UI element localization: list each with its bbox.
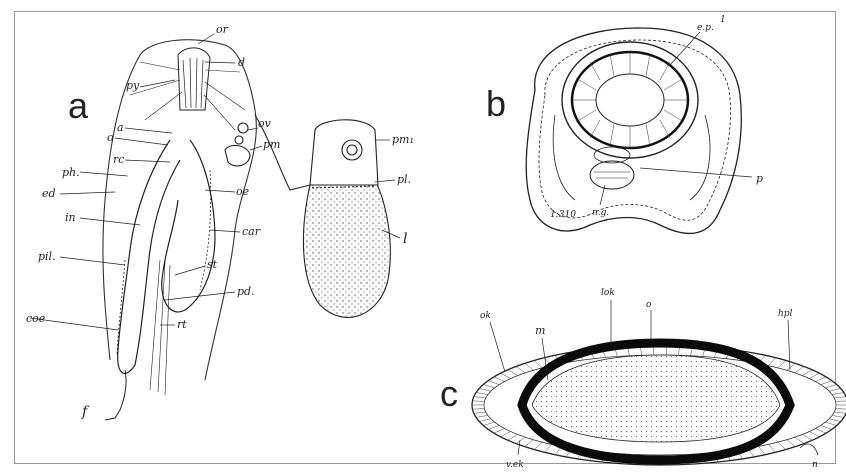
label-pl: pl. bbox=[397, 173, 411, 186]
label-vek: v.ek bbox=[506, 460, 524, 470]
label-num: 1 bbox=[720, 15, 726, 25]
label-o-c: o bbox=[646, 300, 652, 310]
label-ep: e.p. bbox=[697, 23, 714, 33]
label-rc: rc bbox=[113, 153, 124, 166]
label-d: d bbox=[238, 56, 245, 69]
label-hpl: hpl bbox=[778, 309, 793, 319]
label-py: py bbox=[126, 79, 140, 92]
label-coe: coe bbox=[26, 312, 46, 325]
label-f: f bbox=[81, 404, 90, 420]
label-ph: ph. bbox=[62, 166, 80, 179]
label-p: p bbox=[756, 172, 763, 185]
panel-a-drawing bbox=[103, 40, 310, 420]
label-m: m bbox=[535, 324, 545, 337]
label-pm1: pm₁ bbox=[392, 133, 414, 146]
label-pm: pm bbox=[263, 138, 280, 151]
label-a: a bbox=[117, 121, 124, 134]
label-ed: ed bbox=[42, 187, 56, 200]
label-st: st bbox=[207, 258, 218, 271]
panel-letter-b: b bbox=[486, 86, 506, 122]
label-scale: 1:310 bbox=[550, 210, 576, 220]
panel-b-drawing bbox=[526, 28, 741, 233]
label-pil: pil. bbox=[38, 250, 56, 263]
panel-letter-c: c bbox=[440, 376, 458, 412]
label-ng: n.g. bbox=[592, 208, 609, 218]
panel-letter-a: a bbox=[68, 88, 88, 124]
label-n: n bbox=[812, 460, 818, 470]
larva-drawing bbox=[303, 120, 390, 318]
label-in: in bbox=[65, 211, 76, 224]
label-l: l bbox=[403, 231, 407, 247]
label-pd: pd. bbox=[237, 285, 255, 298]
label-ov: ov bbox=[258, 117, 272, 130]
label-rt: rt bbox=[177, 318, 187, 331]
label-ok: ok bbox=[480, 311, 491, 321]
label-car: car bbox=[242, 225, 261, 238]
label-o: o bbox=[107, 131, 114, 144]
label-oe: oe bbox=[236, 185, 250, 198]
label-lok: lok bbox=[601, 288, 615, 298]
label-or: or bbox=[216, 23, 229, 36]
